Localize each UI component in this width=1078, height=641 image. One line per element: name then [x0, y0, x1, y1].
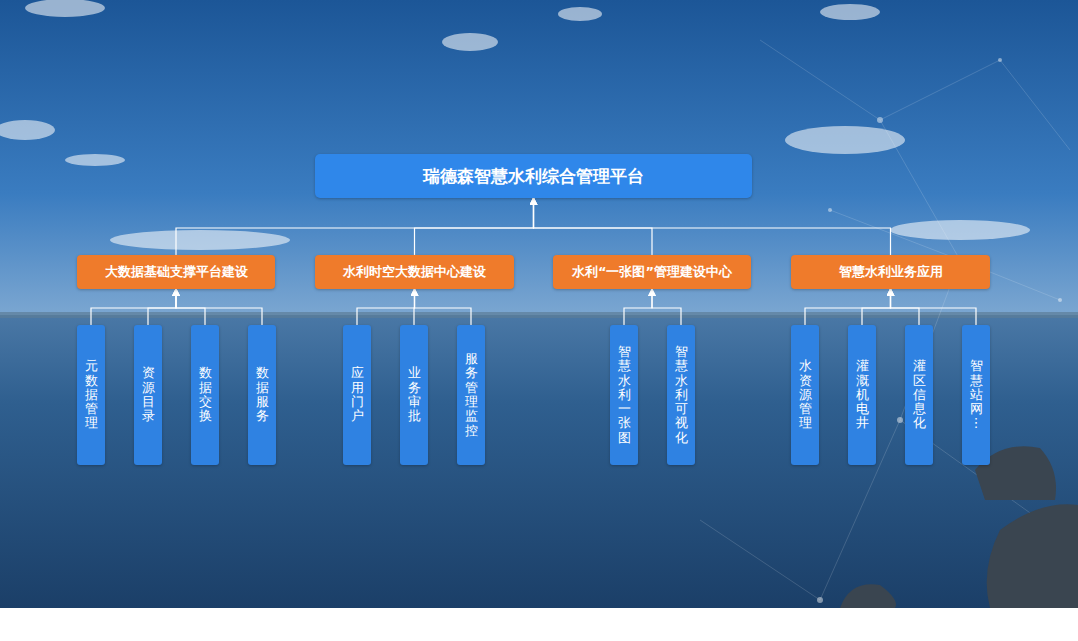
- function-box: 智慧水利一张图: [610, 325, 638, 465]
- connector-arrow: [891, 289, 977, 325]
- node-label: 水资源管理: [799, 359, 812, 430]
- platform-box: 瑞德森智慧水利综合管理平台: [315, 154, 752, 198]
- connector-arrow: [176, 289, 205, 325]
- function-box: 元数据管理: [77, 325, 105, 465]
- network-lines: [700, 40, 1070, 600]
- connector-arrow: [862, 289, 891, 325]
- function-box: 服务管理监控: [457, 325, 485, 465]
- water: [0, 315, 1078, 608]
- function-box: 灌区信息化: [905, 325, 933, 465]
- connector-arrow: [415, 289, 472, 325]
- module-box: 大数据基础支撑平台建设: [77, 255, 275, 289]
- function-box: 业务审批: [400, 325, 428, 465]
- node-label: 大数据基础支撑平台建设: [105, 263, 248, 281]
- connector-arrow: [652, 289, 681, 325]
- node-label: 智慧水利业务应用: [839, 263, 943, 281]
- function-box: 数据交换: [191, 325, 219, 465]
- connector-arrow: [891, 289, 920, 325]
- node-label: 资源目录: [142, 366, 155, 423]
- function-box: 水资源管理: [791, 325, 819, 465]
- sky: [0, 0, 1078, 322]
- connector-arrow: [534, 198, 653, 255]
- node-label: 智慧水利一张图: [618, 345, 631, 445]
- function-box: 应用门户: [343, 325, 371, 465]
- clouds: [0, 0, 1030, 250]
- function-box: 数据服务: [248, 325, 276, 465]
- node-label: 瑞德森智慧水利综合管理平台: [423, 165, 644, 188]
- node-label: 元数据管理: [85, 359, 98, 430]
- node-label: 智慧水利可视化: [675, 345, 688, 445]
- connector-arrow: [176, 289, 262, 325]
- connector-arrow: [148, 289, 176, 325]
- node-label: 灌溉机电井: [856, 359, 869, 430]
- node-label: 业务审批: [408, 366, 421, 423]
- node-label: 数据交换: [199, 366, 212, 423]
- connector-arrow: [415, 198, 534, 255]
- connector-arrow: [534, 198, 891, 255]
- node-label: 数据服务: [256, 366, 269, 423]
- function-box: 智慧水利可视化: [667, 325, 695, 465]
- node-label: 水利“一张图”管理建设中心: [572, 263, 732, 281]
- function-box: 资源目录: [134, 325, 162, 465]
- connector-arrow: [805, 289, 891, 325]
- connector-arrow: [357, 289, 415, 325]
- connector-arrow: [176, 198, 534, 255]
- module-box: 水利“一张图”管理建设中心: [553, 255, 751, 289]
- connector-arrow: [91, 289, 176, 325]
- node-label: 灌区信息化: [913, 359, 926, 430]
- rocks: [840, 446, 1078, 608]
- node-label: 服务管理监控: [465, 352, 478, 438]
- function-box: 灌溉机电井: [848, 325, 876, 465]
- module-box: 水利时空大数据中心建设: [315, 255, 514, 289]
- shoreline: [0, 312, 1078, 318]
- function-box: 智慧站网⋮: [962, 325, 990, 465]
- node-label: 智慧站网⋮: [970, 359, 983, 430]
- connector-arrow: [624, 289, 652, 325]
- node-label: 水利时空大数据中心建设: [343, 263, 486, 281]
- module-box: 智慧水利业务应用: [791, 255, 990, 289]
- bottom-margin: [0, 608, 1078, 641]
- node-label: 应用门户: [351, 366, 364, 423]
